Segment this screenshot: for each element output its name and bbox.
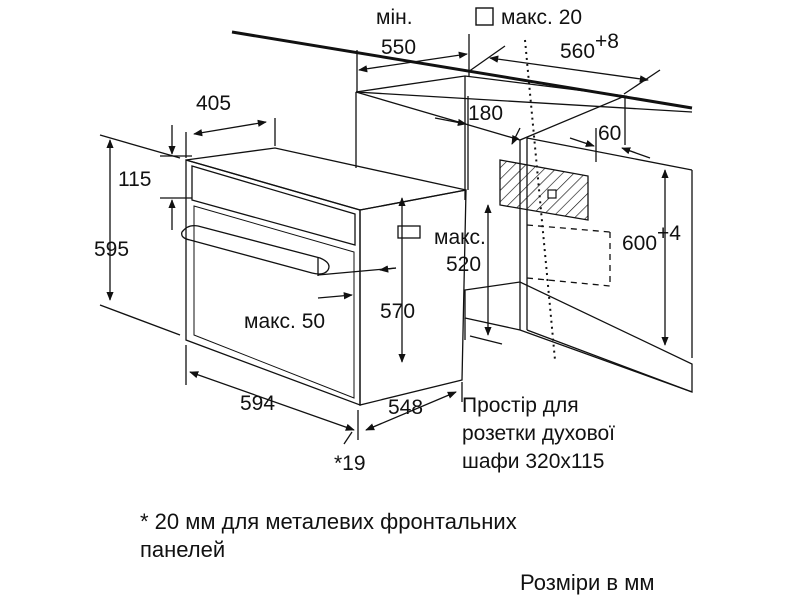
- label-570: 570: [380, 300, 415, 323]
- oven: [181, 147, 467, 406]
- label-600: 600+4: [622, 222, 681, 255]
- oven-front: [185, 159, 361, 406]
- label-60: 60: [598, 122, 621, 145]
- footnote-line2: панелей: [140, 537, 226, 562]
- label-115: 115: [118, 168, 151, 191]
- dimension-lines: [99, 34, 669, 445]
- label-180: 180: [468, 102, 503, 125]
- label-548: 548: [388, 396, 423, 419]
- countertop-edge-front: [355, 91, 693, 113]
- label-520: 520: [446, 253, 481, 276]
- label-footnote-mark: *19: [334, 452, 366, 475]
- label-594: 594: [240, 392, 275, 415]
- socket-area-hatched: [499, 159, 589, 221]
- socket-note-line1: Простір для: [462, 394, 579, 417]
- label-595: 595: [94, 238, 129, 261]
- socket-note-line2: розетки духової: [462, 422, 615, 445]
- control-panel: [191, 165, 356, 246]
- label-max: макс.: [434, 226, 486, 249]
- oven-handle: [181, 224, 330, 275]
- cabinet: [231, 30, 693, 393]
- dimension-labels: мін. 550 макс. 20 560+8 405 180 60 115 5…: [94, 6, 681, 475]
- units-note: Розміри в мм: [520, 570, 655, 595]
- label-550: 550: [381, 36, 416, 59]
- label-max50: макс. 50: [244, 310, 325, 333]
- niche-floor: [464, 281, 693, 393]
- oven-side: [359, 189, 467, 406]
- mounting-bracket: [397, 225, 421, 239]
- label-405: 405: [196, 92, 231, 115]
- label-min: мін.: [376, 6, 413, 29]
- socket-note: Простір для розетки духової шафи 320x115: [462, 394, 615, 473]
- socket-note-line3: шафи 320x115: [462, 450, 604, 473]
- square-icon: [475, 7, 494, 26]
- label-560: 560+8: [560, 30, 619, 63]
- label-max20: макс. 20: [501, 6, 582, 29]
- footnote-line1: * 20 мм для металевих фронтальних: [140, 509, 517, 534]
- socket-icon: [547, 189, 557, 199]
